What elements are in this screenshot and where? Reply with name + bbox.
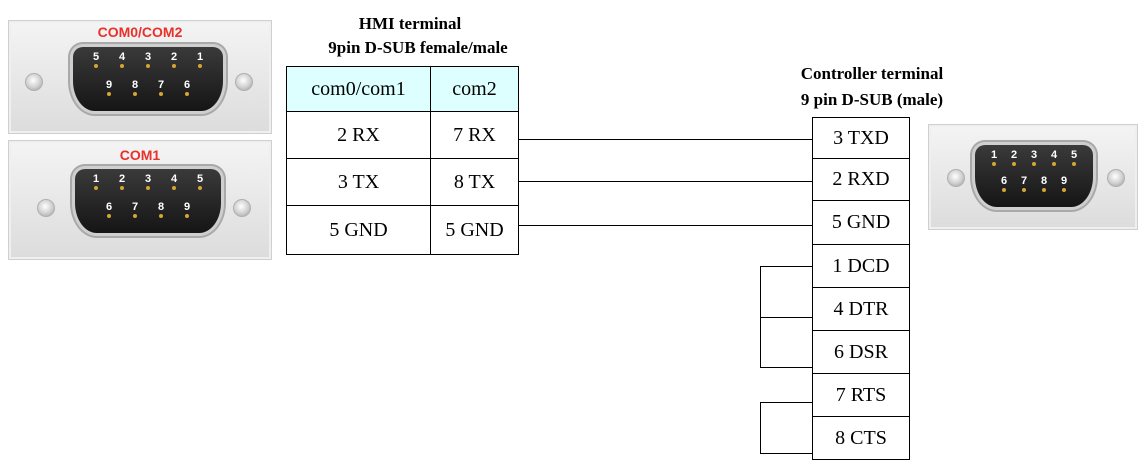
- pin-number-6: 6: [174, 79, 200, 96]
- controller-pin-rxd: 2 RXD: [812, 158, 910, 201]
- screw-icon: [235, 73, 253, 91]
- pin-number-1: 1: [984, 149, 1004, 166]
- loop-rts-cts: [760, 402, 761, 454]
- screw-icon: [1107, 169, 1125, 187]
- pin-number-3: 3: [1024, 149, 1044, 166]
- screw-icon: [25, 73, 43, 91]
- pin-number-5: 5: [187, 173, 213, 190]
- pin-number-7: 7: [122, 201, 148, 218]
- wire-rx-to-txd: [519, 139, 812, 140]
- connector-label-com1: COM1: [119, 147, 161, 163]
- hmi-cell-com0-rx: 2 RX: [286, 111, 431, 159]
- connector-label-com0-com2: COM0/COM2: [97, 24, 183, 40]
- loop-rts-cts: [760, 402, 812, 403]
- loop-dcd-dtr-dsr: [760, 317, 812, 318]
- controller-pin-dsr: 6 DSR: [812, 330, 910, 374]
- pin-number-7: 7: [148, 79, 174, 96]
- pin-number-5: 5: [83, 51, 109, 68]
- pin-number-4: 4: [109, 51, 135, 68]
- pin-number-9: 9: [1054, 175, 1074, 192]
- pin-number-1: 1: [187, 51, 213, 68]
- pin-number-6: 6: [96, 201, 122, 218]
- controller-title-line2: 9 pin D-SUB (male): [800, 90, 944, 109]
- screw-icon: [233, 199, 251, 217]
- pin-number-3: 3: [135, 51, 161, 68]
- hmi-cell-com2-tx: 8 TX: [430, 158, 519, 206]
- pin-number-4: 4: [1044, 149, 1064, 166]
- loop-dcd-dtr-dsr: [760, 367, 812, 368]
- pin-number-5: 5: [1064, 149, 1084, 166]
- loop-dcd-dtr-dsr: [760, 266, 812, 267]
- loop-rts-cts: [760, 453, 812, 454]
- pin-number-9: 9: [174, 201, 200, 218]
- table-header-com0-com1: com0/com1: [286, 66, 431, 112]
- hmi-title-line2: 9pin D-SUB female/male: [328, 38, 508, 57]
- screw-icon: [37, 199, 55, 217]
- pin-number-7: 7: [1014, 175, 1034, 192]
- pin-number-2: 2: [109, 173, 135, 190]
- hmi-cell-com2-gnd: 5 GND: [430, 205, 519, 255]
- wire-tx-to-rxd: [519, 181, 812, 182]
- controller-pin-cts: 8 CTS: [812, 416, 910, 460]
- pin-number-2: 2: [161, 51, 187, 68]
- controller-title-line1: Controller terminal: [800, 64, 944, 83]
- controller-pin-dtr: 4 DTR: [812, 287, 910, 331]
- pin-number-3: 3: [135, 173, 161, 190]
- hmi-cell-com2-rx: 7 RX: [430, 111, 519, 159]
- pin-number-8: 8: [148, 201, 174, 218]
- table-header-com2: com2: [430, 66, 519, 112]
- hmi-title-line1: HMI terminal: [358, 14, 462, 33]
- pin-number-8: 8: [1034, 175, 1054, 192]
- pin-number-8: 8: [122, 79, 148, 96]
- controller-pin-txd: 3 TXD: [812, 117, 910, 159]
- pin-number-6: 6: [994, 175, 1014, 192]
- hmi-cell-com0-tx: 3 TX: [286, 158, 431, 206]
- pin-number-1: 1: [83, 173, 109, 190]
- controller-pin-gnd: 5 GND: [812, 200, 910, 245]
- controller-pin-dcd: 1 DCD: [812, 244, 910, 288]
- hmi-cell-com0-gnd: 5 GND: [286, 205, 431, 255]
- pin-number-9: 9: [96, 79, 122, 96]
- wire-gnd-to-gnd: [519, 225, 812, 226]
- pin-number-2: 2: [1004, 149, 1024, 166]
- pin-number-4: 4: [161, 173, 187, 190]
- screw-icon: [947, 169, 965, 187]
- controller-pin-rts: 7 RTS: [812, 373, 910, 417]
